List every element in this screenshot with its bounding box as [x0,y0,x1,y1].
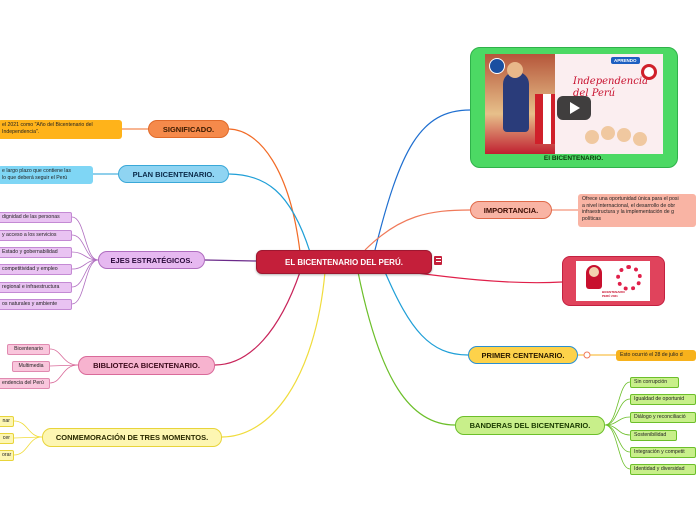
banderas-item[interactable]: Identidad y diversidad [630,464,696,475]
logo-face-icon [589,267,599,277]
connector-conmemoracion [221,271,326,438]
video-thumb-kids [585,122,651,150]
play-button[interactable] [557,96,591,120]
ejes-item[interactable]: y acceso a los servicios [0,230,72,241]
video-thumb-figure [503,72,529,132]
connector-banderas [357,271,456,426]
branch-banderas[interactable]: BANDERAS DEL BICENTENARIO. [455,416,605,435]
branch-plan-label: PLAN BICENTENARIO. [132,169,215,179]
significado-note[interactable]: el 2021 como "Año del Bicentenario del I… [0,120,122,139]
rosette-icon [641,64,657,80]
branch-significado[interactable]: SIGNIFICADO. [148,120,229,138]
banderas-item[interactable]: Diálogo y reconciliació [630,412,696,423]
video-thumb-figure-head [507,62,523,78]
connector-significado [228,128,301,253]
ejes-item[interactable]: competitividad y empleo [0,264,72,275]
branch-importancia[interactable]: IMPORTANCIA. [470,201,552,219]
biblioteca-item[interactable]: Bicentenario [7,344,50,355]
branch-conmemoracion[interactable]: CONMEMORACIÓN DE TRES MOMENTOS. [42,428,222,447]
logo-image: BICENTENARIO PERÚ 2021 [576,261,650,301]
aprendo-badge: APRENDO [611,57,640,64]
connector-biblioteca-items [49,348,79,384]
branch-ejes[interactable]: EJES ESTRATÉGICOS. [98,251,205,269]
play-icon [570,102,580,114]
branch-biblioteca[interactable]: BIBLIOTECA BICENTENARIO. [78,356,215,375]
video-thumbnail[interactable]: Independencia del Perú APRENDO [485,54,663,154]
video-caption: El BICENTENARIO. [543,155,604,162]
connector-primer-dot [583,351,591,359]
connector-ejes [204,259,257,262]
ejes-item[interactable]: dignidad de las personas [0,212,72,223]
connector-plan [228,173,311,253]
connector-ejes-items [71,216,99,305]
branch-conmemoracion-label: CONMEMORACIÓN DE TRES MOMENTOS. [55,433,209,442]
conmemoracion-item[interactable]: nar [0,416,14,427]
banderas-item[interactable]: Igualdad de oportunid [630,394,696,405]
branch-primer-centenario[interactable]: PRIMER CENTENARIO. [468,346,578,364]
branch-importancia-label: IMPORTANCIA. [483,205,539,215]
branch-biblioteca-label: BIBLIOTECA BICENTENARIO. [93,361,200,370]
central-topic-label: EL BICENTENARIO DEL PERÚ. [285,257,403,267]
ejes-item[interactable]: os naturales y ambiente [0,299,72,310]
video-thumb-crest [489,58,505,74]
connector-biblioteca [214,271,301,366]
importancia-note[interactable]: Ofrece una oportunidad única para el pos… [578,194,696,227]
banderas-item[interactable]: Sin corrupción [630,377,679,388]
notes-icon[interactable] [434,256,442,265]
conmemoracion-item[interactable]: orar [0,450,14,461]
plan-note[interactable]: e largo plazo que contiene las lo que de… [0,166,93,184]
connector-banderas-items [604,381,631,470]
biblioteca-item[interactable]: endencia del Perú [0,378,50,389]
banderas-item[interactable]: Integración y competit [630,447,696,458]
branch-banderas-label: BANDERAS DEL BICENTENARIO. [469,421,591,430]
connector-video [374,109,471,251]
branch-plan[interactable]: PLAN BICENTENARIO. [118,165,229,183]
ejes-item[interactable]: Estado y gobernabilidad [0,247,72,258]
conmemoracion-item[interactable]: cer [0,433,14,444]
primer-centenario-note[interactable]: Esto ocurrió el 28 de julio d [616,350,696,361]
connector-importancia [364,209,471,251]
branch-ejes-label: EJES ESTRATÉGICOS. [110,255,193,265]
branch-significado-label: SIGNIFICADO. [162,124,215,134]
logo-text: BICENTENARIO PERÚ 2021 [602,290,625,298]
central-topic[interactable]: EL BICENTENARIO DEL PERÚ. [256,250,432,274]
ejes-item[interactable]: regional e infraestructura [0,282,72,293]
branch-primer-centenario-label: PRIMER CENTENARIO. [481,350,565,360]
connector-conmemoracion-items [13,420,43,456]
banderas-item[interactable]: Sostenibilidad [630,430,677,441]
connector-primer [384,271,469,356]
video-thumb-title: Independencia del Perú [573,76,648,99]
biblioteca-item[interactable]: Multimedia [12,361,50,372]
video-card[interactable]: Independencia del Perú APRENDO El BICENT… [470,47,678,168]
logo-card[interactable]: BICENTENARIO PERÚ 2021 [562,256,665,306]
logo-swirl-icon [616,265,642,291]
